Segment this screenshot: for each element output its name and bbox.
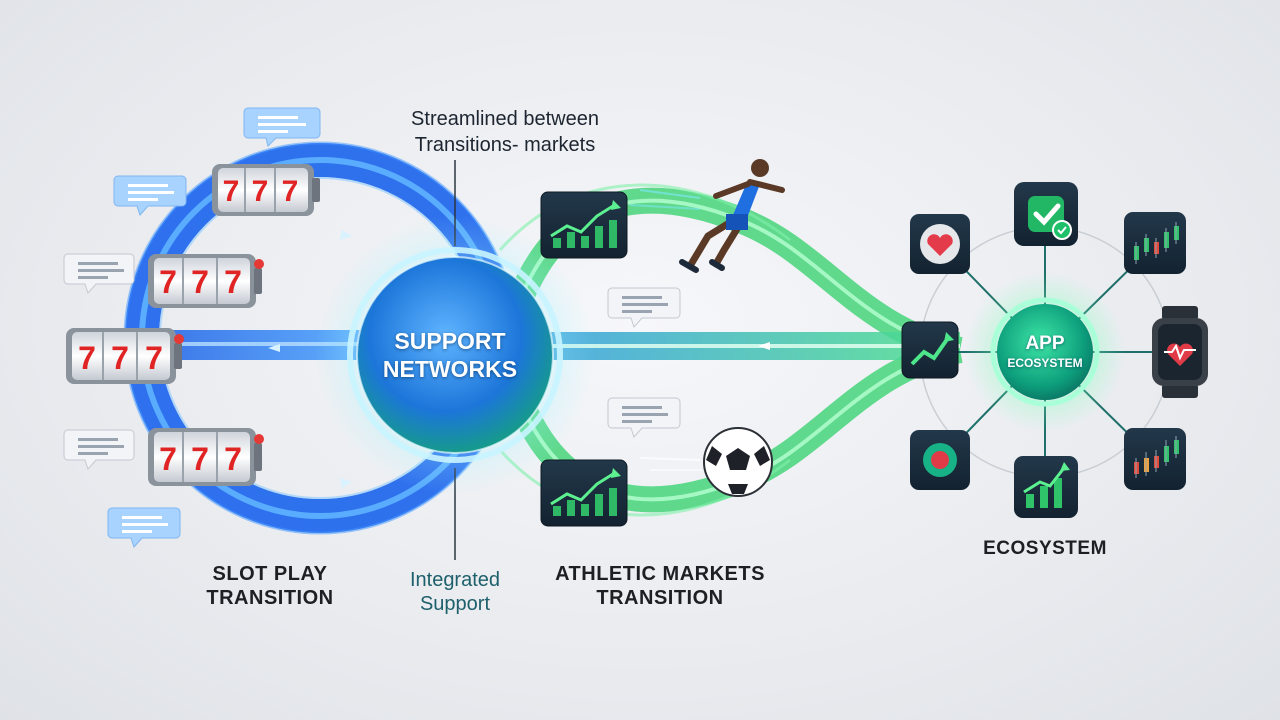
svg-text:7: 7 [159,441,177,477]
integrated-support-label: Integrated Support [365,568,545,616]
support-networks-label: SUPPORT NETWORKS [355,327,545,383]
chat-bubbles-athletic [607,287,681,438]
slot-play-transition-label: SLOT PLAY TRANSITION [170,562,370,610]
trend-chart-icon [540,459,628,527]
svg-text:7: 7 [224,264,242,300]
top-annotation-line2: Transitions- markets [414,134,596,156]
heart-ball-icon [910,214,970,274]
chat-bubbles-slot [63,107,321,548]
candlestick-icon [1124,428,1186,490]
support-networks-line1: SUPPORT [394,328,506,354]
chat-bubble-icon [243,107,321,147]
svg-text:7: 7 [223,175,240,208]
chat-bubble-icon [607,397,681,438]
app-ecosystem-label: APP ECOSYSTEM [990,333,1100,371]
slot-machines: 7 7 7 7 7 7 7 7 7 [66,164,320,486]
svg-text:7: 7 [145,340,163,376]
chat-bubble-icon [113,175,187,216]
record-icon [910,430,970,490]
smartwatch-heart-icon [1152,306,1208,398]
svg-text:7: 7 [282,175,299,208]
candlestick-icon [1124,212,1186,274]
support-networks-line2: NETWORKS [382,356,518,382]
svg-text:7: 7 [252,175,269,208]
svg-text:7: 7 [224,441,242,477]
integrated-line1: Integrated [409,569,501,591]
check-icon [1014,182,1078,246]
svg-text:7: 7 [111,340,129,376]
athletic-label-line1: ATHLETIC MARKETS [555,563,765,585]
top-annotation: Streamlined between Transitions- markets [360,106,650,158]
app-ecosystem-line1: APP [1025,333,1065,354]
top-annotation-line1: Streamlined between [411,108,599,130]
soccer-ball-icon [639,427,773,497]
ecosystem-label: ECOSYSTEM [983,538,1107,559]
chat-bubble-icon [607,287,681,328]
app-ecosystem-line2: ECOSYSTEM [1007,356,1083,370]
svg-text:7: 7 [159,264,177,300]
trend-chart-icon [540,191,628,259]
app-ring-tiles [901,182,1208,518]
chat-bubble-icon [107,507,181,548]
slot-machine-icon: 7 7 7 [212,164,320,216]
slot-label-line1: SLOT PLAY [212,563,328,585]
chat-bubble-icon [63,253,135,294]
support-networks-hub [315,215,595,495]
slot-machine-icon: 7 7 7 [148,254,264,308]
integrated-line2: Support [419,593,491,615]
trend-chart-icon [901,321,959,379]
svg-text:7: 7 [78,340,96,376]
svg-text:7: 7 [191,441,209,477]
athletic-markets-transition-label: ATHLETIC MARKETS TRANSITION [530,562,790,610]
athletic-label-line2: TRANSITION [596,587,724,609]
slot-label-line2: TRANSITION [206,587,334,609]
bar-chart-icon [1014,456,1078,518]
runner-icon [629,159,785,273]
slot-machine-icon: 7 7 7 [148,428,264,486]
svg-text:7: 7 [191,264,209,300]
slot-machine-icon: 7 7 7 [66,328,184,384]
chat-bubble-icon [63,429,135,470]
